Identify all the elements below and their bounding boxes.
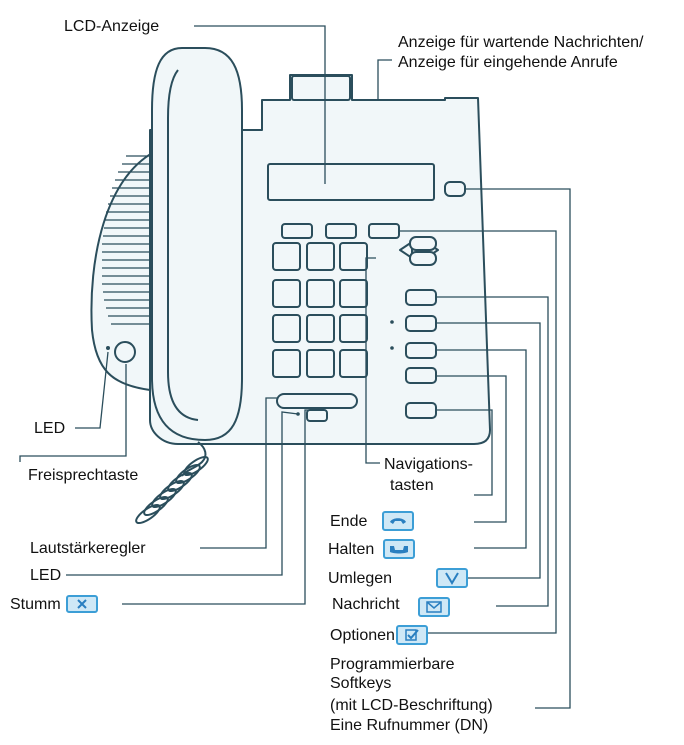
volume-control-label: Lautstärkeregler — [30, 540, 146, 557]
end-key-icon — [382, 511, 414, 531]
transfer-label: Umlegen — [328, 570, 393, 587]
programmable-softkeys-label-line3: (mit LCD-Beschriftung) — [330, 697, 493, 714]
hold-key-icon — [383, 539, 415, 559]
transfer-key-icon — [436, 568, 468, 588]
handsfree-key-label: Freisprechtaste — [28, 467, 139, 484]
hold-label: Halten — [328, 541, 375, 558]
leader-lines — [19, 25, 571, 709]
speaker-grille — [102, 155, 150, 325]
options-key-icon — [396, 625, 428, 645]
speaker-housing — [90, 149, 159, 391]
lcd-display-shape — [267, 163, 435, 201]
handset — [151, 47, 243, 441]
options-label: Optionen — [330, 627, 395, 644]
message-indicator-housing — [291, 75, 351, 101]
programmable-softkeys-label-line2: Softkeys — [330, 675, 392, 692]
programmable-softkeys-label-line1: Programmierbare — [330, 656, 455, 673]
led-top-label: LED — [34, 420, 66, 437]
message-key-icon — [418, 597, 450, 617]
lcd-display-label: LCD-Anzeige — [64, 18, 160, 35]
directory-number-label: Eine Rufnummer (DN) — [330, 717, 489, 734]
mute-label: Stumm — [10, 596, 61, 613]
led-bottom-label: LED — [30, 567, 62, 584]
message-indicator-label-line2: Anzeige für eingehende Anrufe — [398, 54, 618, 71]
led-dot — [106, 346, 110, 350]
mute-key-icon — [66, 595, 98, 613]
coiled-cord — [135, 441, 209, 525]
message-indicator-label-line1: Anzeige für wartende Nachrichten/ — [398, 34, 644, 51]
handset-inner — [167, 69, 199, 421]
message-label: Nachricht — [332, 596, 400, 613]
end-label: Ende — [330, 513, 368, 530]
navigation-keys-label-line2: tasten — [390, 477, 434, 494]
navigation-keys-label-line1: Navigations- — [384, 456, 473, 473]
